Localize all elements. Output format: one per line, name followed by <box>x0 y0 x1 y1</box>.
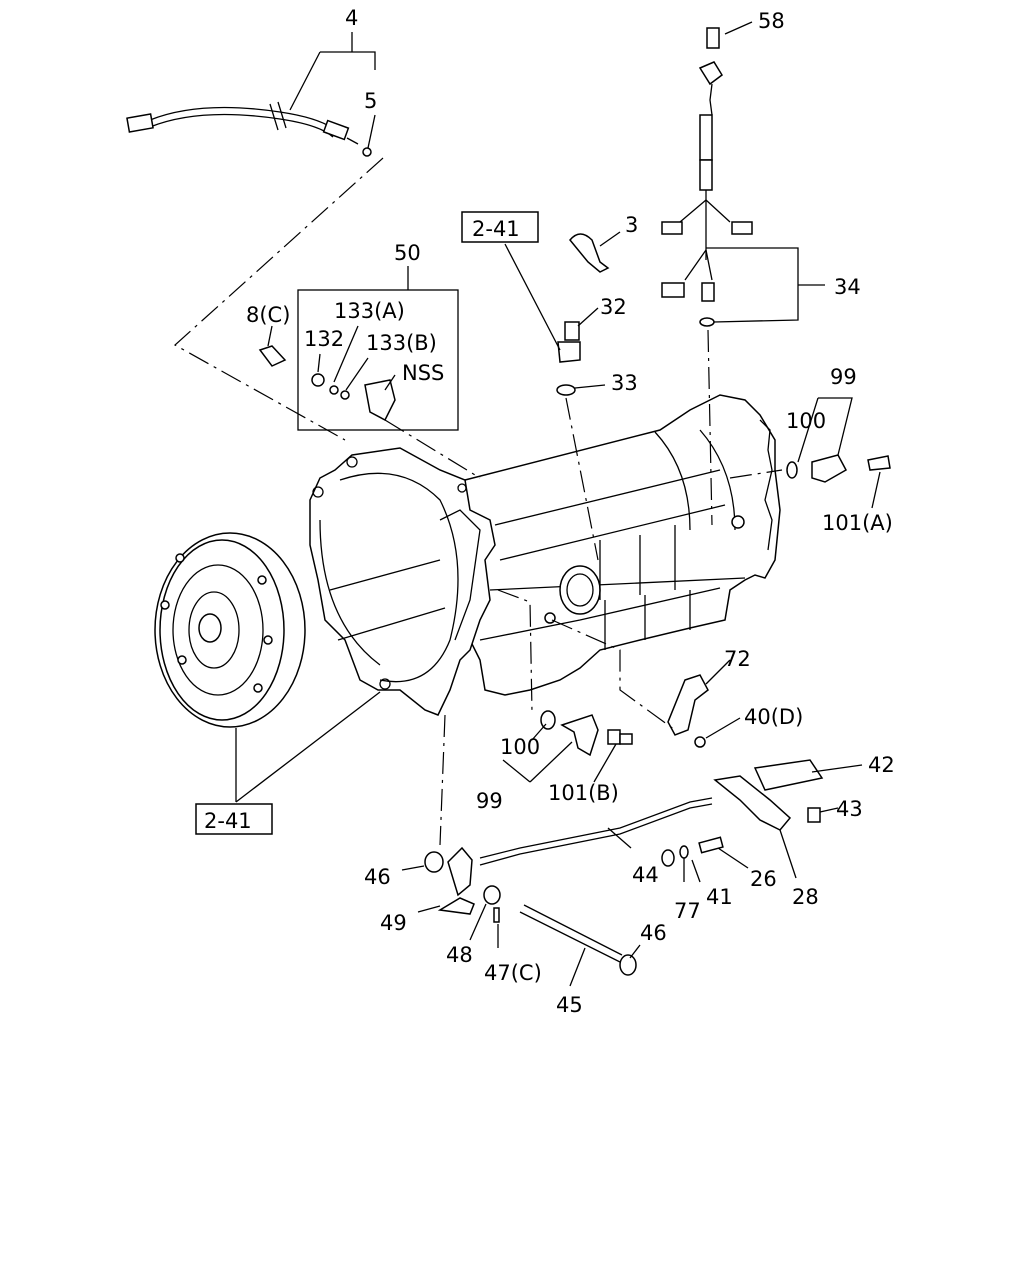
callout-33: 33 <box>611 371 638 395</box>
callout-46-left: 46 <box>364 865 391 889</box>
callout-58: 58 <box>758 9 785 33</box>
callout-2-41-top: 2-41 <box>472 217 520 241</box>
callout-nss: NSS <box>402 361 444 385</box>
bell-housing <box>309 447 496 716</box>
callout-99-low: 99 <box>476 789 503 813</box>
bracket-72 <box>667 674 709 748</box>
callout-100-low: 100 <box>500 735 540 759</box>
callout-47c: 47(C) <box>484 961 542 985</box>
transmission-case <box>459 394 781 696</box>
callout-43: 43 <box>836 797 863 821</box>
callout-3: 3 <box>625 213 638 237</box>
callout-28: 28 <box>792 885 819 909</box>
callout-133a: 133(A) <box>334 299 405 323</box>
callout-132: 132 <box>304 327 344 351</box>
shift-linkage <box>479 759 824 867</box>
callout-45: 45 <box>556 993 583 1017</box>
callout-34: 34 <box>834 275 861 299</box>
sensor-right <box>786 454 891 483</box>
wiring-harness <box>661 27 753 327</box>
ref-box-bottom <box>195 803 273 835</box>
leader-lines <box>173 21 881 987</box>
torque-converter <box>154 532 306 728</box>
callout-5: 5 <box>364 89 377 113</box>
callout-100-right: 100 <box>786 409 826 433</box>
bolt-8c <box>258 345 287 367</box>
callout-133b: 133(B) <box>366 331 437 355</box>
speedometer-cable <box>126 101 372 157</box>
callout-42: 42 <box>868 753 895 777</box>
bolt-32 <box>556 321 581 396</box>
callout-40d: 40(D) <box>744 705 803 729</box>
callout-101b: 101(B) <box>548 781 619 805</box>
callout-32: 32 <box>600 295 627 319</box>
callout-77: 77 <box>674 899 701 923</box>
callout-4: 4 <box>345 6 358 30</box>
ref-box-top <box>461 211 539 243</box>
manual-shaft-group <box>424 846 637 976</box>
callout-101a: 101(A) <box>822 511 893 535</box>
callout-48: 48 <box>446 943 473 967</box>
callout-72: 72 <box>724 647 751 671</box>
clamp-3 <box>569 233 610 273</box>
callout-2-41-bottom: 2-41 <box>204 809 252 833</box>
callout-46-right: 46 <box>640 921 667 945</box>
callout-49: 49 <box>380 911 407 935</box>
callout-8c: 8(C) <box>246 303 290 327</box>
callout-41: 41 <box>706 885 733 909</box>
callout-50: 50 <box>394 241 421 265</box>
callout-44: 44 <box>632 863 659 887</box>
callout-26: 26 <box>750 867 777 891</box>
sensor-lower <box>540 710 633 757</box>
callout-99-right: 99 <box>830 365 857 389</box>
nss-switch-group <box>297 289 459 431</box>
